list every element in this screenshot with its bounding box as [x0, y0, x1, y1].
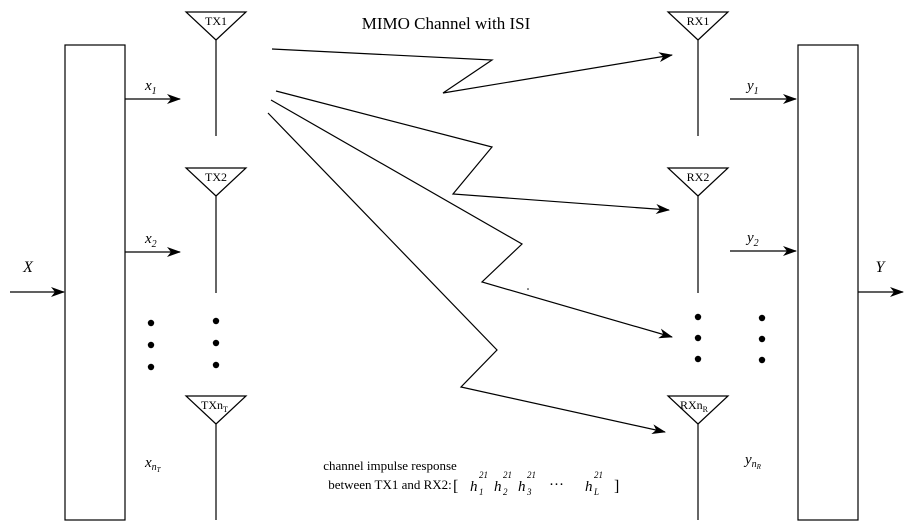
tx-ellipsis-dots	[147, 317, 220, 371]
impulse-caption-line2: between TX1 and RX2:	[328, 477, 452, 492]
channel-path-tx1-rxn	[267, 112, 666, 435]
tx-signal-label-n: xnT	[144, 455, 162, 474]
rx-antenna-label-n: RXnR	[680, 398, 709, 414]
h-term-3-sub: 3	[526, 487, 532, 497]
h-term-L: h	[585, 479, 593, 495]
h-term-3-sup: 21	[527, 470, 536, 480]
rx-signal-label-1: y1	[745, 78, 759, 97]
h-term-2: h	[494, 479, 502, 495]
tx-antenna-1: TX1	[184, 11, 248, 136]
output-label: Y	[876, 259, 887, 276]
tx-antenna-label-n: TXnT	[201, 398, 228, 414]
h-term-1: h	[470, 479, 478, 495]
h-term-L-sup: 21	[594, 470, 603, 480]
impulse-caption-line1: channel impulse response	[323, 458, 457, 473]
tx-signal-label-2: x2	[144, 231, 157, 250]
rx-antenna-n: RXnR	[666, 395, 730, 520]
h-ellipsis: ···	[549, 477, 564, 493]
tx-signal-label-1: x1	[144, 78, 157, 97]
h-term-1-sup: 21	[479, 470, 488, 480]
tx-antenna-n: TXnT	[184, 395, 248, 520]
rx-signal-label-n: ynR	[743, 452, 762, 471]
rx-signal-label-2: y2	[745, 230, 759, 249]
rx-ellipsis-dots	[694, 313, 766, 364]
h-term-1-sub: 1	[479, 487, 484, 497]
tx-antenna-label-1: TX1	[205, 14, 227, 28]
bracket-close: ]	[614, 478, 619, 495]
h-term-3: h	[518, 479, 526, 495]
diagram-title: MIMO Channel with ISI	[362, 14, 531, 33]
transmitter-block	[64, 44, 126, 521]
bracket-open: [	[453, 478, 458, 495]
channel-path-tx1-rxmid	[270, 99, 673, 339]
rx-antenna-label-2: RX2	[687, 170, 710, 184]
impulse-response-vector: [ h 21 1 h 21 2 h 21 3 ··· h 21 L ]	[453, 470, 619, 497]
input-label: X	[22, 259, 34, 276]
channel-path-tx1-rx1	[271, 48, 673, 94]
rx-antenna-2: RX2	[666, 167, 730, 293]
channel-path-tx1-rx2	[275, 90, 670, 215]
stray-mark	[527, 288, 529, 290]
tx-antenna-2: TX2	[184, 167, 248, 293]
h-term-L-sub: L	[593, 487, 599, 497]
receiver-block	[797, 44, 859, 521]
h-term-2-sub: 2	[503, 487, 508, 497]
rx-antenna-1: RX1	[666, 11, 730, 136]
tx-antenna-label-2: TX2	[205, 170, 227, 184]
h-term-2-sup: 21	[503, 470, 512, 480]
rx-antenna-label-1: RX1	[687, 14, 710, 28]
